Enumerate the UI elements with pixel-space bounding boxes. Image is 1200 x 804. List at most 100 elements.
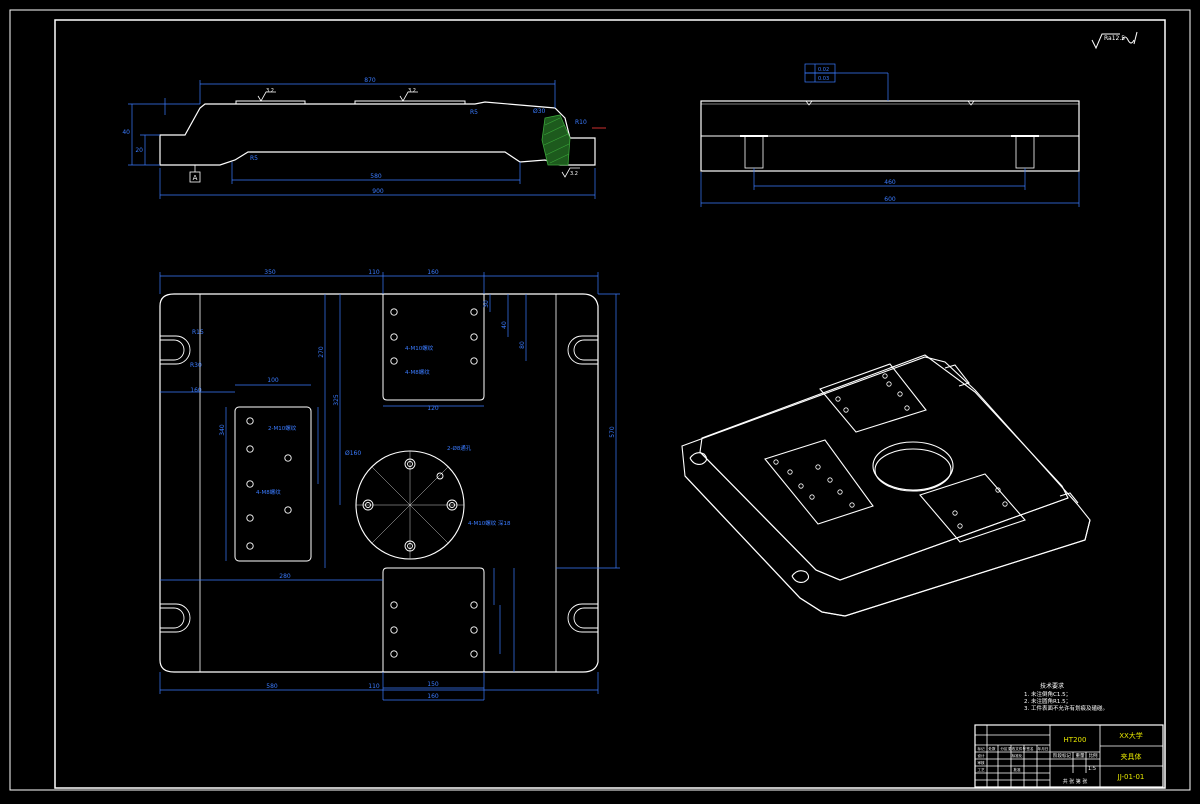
- iso-pad-top: [819, 363, 927, 433]
- pad-bottom-dim: 120: [427, 405, 439, 412]
- sheet-border-inner: [54, 19, 1166, 789]
- left-dim-a: 160: [190, 387, 202, 394]
- notes-line-1: 1. 未注倒角C1.5；: [1024, 690, 1071, 698]
- hole-note-2: 4-M8螺纹: [405, 368, 430, 376]
- u-slot-icons: [160, 335, 598, 633]
- row-label-2: 标准化: [1012, 753, 1023, 758]
- top-outline: [159, 293, 599, 673]
- title-drawing-no: JJ-01-01: [1117, 773, 1145, 781]
- front-radius-label: R10: [575, 119, 587, 126]
- row-label: 年月日: [1038, 746, 1049, 751]
- top-dimensions: [159, 272, 620, 701]
- sheet-border-outer: [9, 9, 1191, 791]
- circle-dia-label: Ø160: [345, 450, 361, 457]
- center-circle: [355, 450, 465, 560]
- bottom-dim-1: 580: [266, 683, 278, 690]
- left-pad-dim: 100: [267, 377, 279, 384]
- bottom-dim-4: 160: [427, 693, 439, 700]
- front-height-dim: 40: [122, 129, 130, 136]
- side-overall-dim: 600: [884, 196, 896, 203]
- iso-circle: [872, 441, 954, 491]
- mid-dim: 280: [279, 573, 291, 580]
- top-view: 350 110 160 R15 R30 160 100 570 270 325 …: [159, 269, 620, 701]
- title-material: HT200: [1064, 736, 1087, 744]
- tolerance-value-2: 0.03: [818, 76, 829, 82]
- finish-label-1: 3.2: [266, 88, 274, 94]
- title-sheet: 共 张 第 张: [1063, 778, 1088, 785]
- right-pad-dim-1: 30: [483, 300, 490, 308]
- hole-note-1: 4-M10螺纹: [405, 344, 434, 352]
- title-scale: 1:5: [1088, 766, 1096, 772]
- row-label-2: 设计: [977, 753, 985, 758]
- isometric-view: [681, 354, 1091, 617]
- title-ratio-label: 比例: [1089, 752, 1098, 759]
- tolerance-frame: [804, 63, 889, 101]
- front-inner-dim: 580: [370, 173, 382, 180]
- right-pad-dim-2: 40: [501, 321, 508, 329]
- notes-line-3: 3. 工件表面不允许有划痕及磕碰。: [1024, 704, 1108, 712]
- front-small-radius-2: R5: [250, 155, 258, 162]
- front-hatch: [541, 114, 571, 166]
- pad-hole-note-1: 2-M10螺纹: [268, 424, 297, 432]
- side-inner-dim: 460: [884, 179, 896, 186]
- roughness-label: Ra12.5: [1104, 35, 1125, 42]
- slot-label-2: R30: [190, 362, 202, 369]
- datum-label: A: [193, 174, 198, 182]
- title-weight-label: 重量: [1076, 752, 1085, 759]
- row-label: 签名: [1026, 746, 1034, 751]
- bottom-pad: [382, 567, 485, 672]
- row-label-2: 批准: [1013, 767, 1021, 772]
- iso-slot-1: [689, 452, 708, 465]
- title-school: XX大学: [1119, 731, 1143, 740]
- title-block: [974, 724, 1164, 788]
- roughness-icon: Ra12.5: [1091, 31, 1138, 50]
- bottom-dim-2: 110: [368, 683, 380, 690]
- row-label: 处数: [988, 746, 996, 751]
- inner-vertical-dim-2: 325: [333, 394, 340, 406]
- top-dim-2: 110: [368, 269, 380, 276]
- row-label-2: 审核: [977, 760, 985, 765]
- notes-line-2: 2. 未注圆角R1.5；: [1024, 697, 1071, 705]
- finish-label-2: 3.2: [408, 88, 416, 94]
- right-pad-dim-3: 80: [519, 341, 526, 349]
- iso-holes: [773, 373, 1008, 529]
- tech-notes: 技术要求 1. 未注倒角C1.5； 2. 未注圆角R1.5； 3. 工件表面不允…: [1024, 682, 1108, 712]
- title-row-labels: 标记 处数 分区 更改文件号 签名 年月日 设计 标准化 审核 工艺 批准: [977, 746, 1048, 772]
- iso-slot-2: [791, 570, 810, 583]
- right-vertical-dim: 570: [609, 426, 616, 438]
- row-label-2: 工艺: [977, 767, 985, 772]
- tolerance-value-1: 0.02: [818, 67, 829, 73]
- slot-label-1: R15: [192, 329, 204, 336]
- title-stage-label: 阶段标记: [1053, 752, 1071, 759]
- row-label: 更改文件号: [1008, 746, 1026, 751]
- front-view: 870 580 900 40 20 R10 Ø30 R5 R5 3.2 3.2 …: [122, 77, 606, 199]
- front-dimensions: [128, 80, 596, 199]
- row-label: 分区: [1000, 746, 1008, 751]
- title-part-name: 夹具体: [1121, 752, 1142, 761]
- iso-pad-left: [764, 439, 874, 525]
- front-overall-dim: 870: [364, 77, 376, 84]
- side-dimensions: [700, 168, 1080, 207]
- front-outline: [159, 101, 596, 166]
- bottom-dim-3: 150: [427, 681, 439, 688]
- hole-icons: [246, 308, 478, 658]
- top-dim-1: 350: [264, 269, 276, 276]
- front-right-height: Ø30: [533, 108, 546, 115]
- front-bottom-dim: 900: [372, 188, 384, 195]
- notes-title: 技术要求: [1040, 682, 1064, 690]
- row-label: 标记: [977, 746, 985, 751]
- side-view: 0.02 0.03 460 600: [700, 63, 1080, 207]
- finish-label-3: 3.2: [570, 171, 578, 177]
- front-small-radius: R5: [470, 109, 478, 116]
- iso-outline: [681, 356, 1091, 617]
- circle-note-2: 4-M10螺纹 深18: [468, 519, 511, 527]
- front-step-dim: 20: [135, 147, 143, 154]
- circle-note-1: 2-Ø8通孔: [447, 444, 472, 452]
- pad-hole-note-2: 4-M8螺纹: [256, 488, 281, 496]
- iso-pad-right: [919, 473, 1026, 543]
- left-dim-b: 340: [219, 424, 226, 436]
- top-dim-3: 160: [427, 269, 439, 276]
- surface-finish-icon: 3.2 3.2 3.2: [257, 88, 580, 178]
